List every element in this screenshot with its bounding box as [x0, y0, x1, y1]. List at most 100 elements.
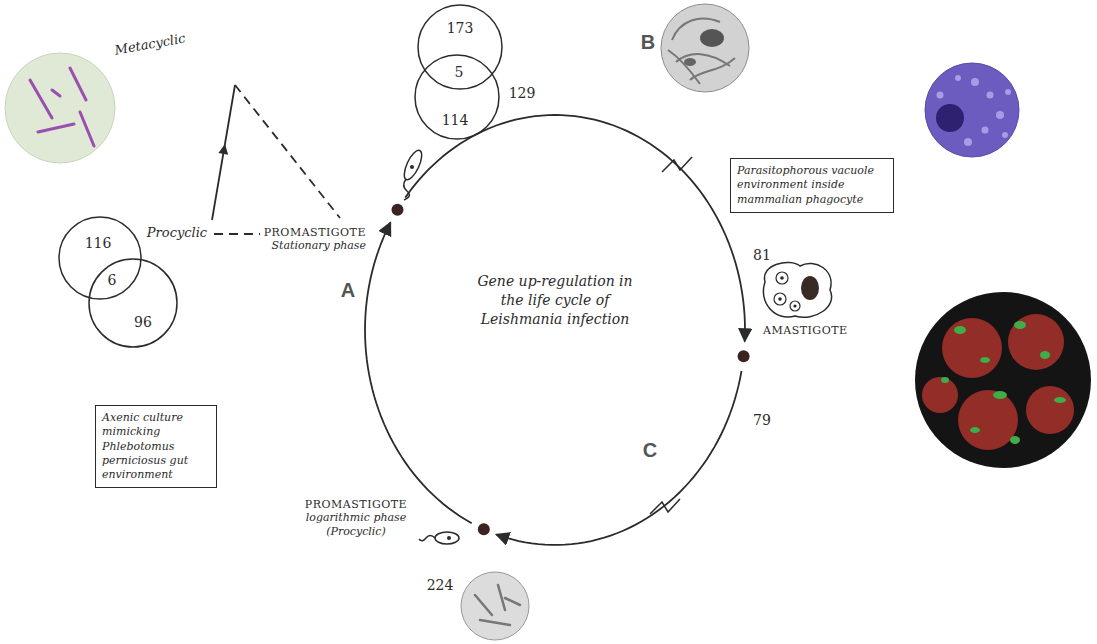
amastigote-cell [790, 301, 800, 311]
gene-count: 81 [753, 247, 771, 263]
micrograph-disc [661, 4, 749, 92]
cycle-arrow [405, 115, 745, 341]
branch-label: Procyclic [147, 225, 207, 240]
promastigote-nucleus [447, 536, 451, 540]
stage-dot [478, 523, 490, 535]
gene-count: 173 [447, 20, 474, 36]
stage-label: AMASTIGOTE [763, 324, 848, 337]
stage-dot [391, 204, 403, 216]
cell-nucleus [936, 104, 964, 132]
parasite-signal [941, 321, 1066, 444]
host-cells [922, 314, 1074, 450]
venn-outline [59, 217, 141, 299]
venn-outline [88, 258, 178, 348]
micrograph [915, 292, 1091, 468]
stage-label: PROMASTIGOTEStationary phase [264, 226, 366, 253]
parasite-signal [941, 377, 949, 383]
parasite-signal [1014, 321, 1026, 329]
parasite-drawing [763, 263, 831, 318]
note-text: Parasitophorous vacuole environment insi… [737, 164, 887, 207]
stage-label: PROMASTIGOTElogarithmic phase (Procyclic… [296, 498, 416, 540]
venn-circle: 116 [58, 216, 142, 300]
cycle-arrow [365, 223, 472, 524]
parasite-signal [980, 357, 990, 363]
branch-dashed-line [214, 233, 260, 235]
gene-count: 79 [753, 412, 771, 428]
parasite-stain [52, 90, 60, 96]
amastigote-nucleus [793, 304, 796, 307]
parasite-signal [1054, 397, 1066, 403]
parasite-signal [1010, 436, 1020, 444]
micrograph-disc [915, 292, 1091, 468]
host-cell [942, 318, 1002, 378]
stage-name: AMASTIGOTE [763, 324, 848, 337]
cycle-arrow [496, 371, 741, 545]
gene-count: 129 [509, 85, 536, 101]
promastigote-body [435, 532, 459, 544]
gene-count: 114 [442, 112, 469, 128]
amastigote-spots [937, 75, 1012, 146]
host-nucleus [801, 276, 819, 300]
parasite-stain [30, 68, 94, 146]
overlap-count: 5 [455, 64, 464, 80]
stage-name: PROMASTIGOTE [264, 226, 366, 239]
micrograph [5, 53, 115, 163]
amastigote-cell [774, 293, 786, 305]
host-cell [1026, 386, 1074, 434]
panel-letter: A [341, 279, 355, 302]
parasite-stain [70, 68, 86, 100]
micrograph [461, 572, 529, 640]
stage-phase: logarithmic phase (Procyclic) [296, 511, 416, 540]
amastigote-spot [982, 127, 989, 134]
micrograph [661, 4, 749, 92]
gene-count: 96 [134, 314, 152, 330]
parasite-signal [970, 427, 980, 433]
branch-arrowhead [218, 144, 228, 155]
amastigote-nucleus [778, 297, 782, 301]
micrograph-disc [5, 53, 115, 163]
parasite-stain [475, 585, 520, 625]
venn-outline [415, 55, 499, 139]
branch-line [212, 85, 235, 220]
parasite-signal [954, 326, 966, 334]
overlap-count: 6 [108, 272, 117, 288]
host-cell [1008, 314, 1064, 370]
parasite-stain [30, 80, 52, 118]
gene-count: 116 [85, 235, 112, 251]
venn-outline [418, 5, 502, 89]
parasite-signal [993, 391, 1007, 399]
cell-nucleus [700, 29, 724, 47]
micrograph-disc [925, 63, 1019, 157]
micrograph [925, 63, 1019, 157]
cell-outline [668, 19, 735, 84]
stage-dot [738, 350, 750, 362]
note-text: Axenic culture mimicking Phlebotomus per… [102, 411, 210, 482]
host-cell [958, 390, 1018, 450]
host-cell-outline [763, 263, 831, 318]
venn-circle: 96 [88, 258, 178, 348]
amastigote-spot [1005, 89, 1011, 95]
parasite-signal [1040, 351, 1050, 359]
note-box: Axenic culture mimicking Phlebotomus per… [95, 405, 217, 488]
promastigote-nucleus [410, 165, 414, 169]
amastigote-spot [996, 111, 1004, 119]
branch-lines [212, 85, 340, 234]
parasite-stain [80, 112, 94, 146]
amastigote-cell [776, 272, 788, 284]
branch-dashed-line [235, 85, 340, 218]
parasite-drawing [419, 532, 459, 544]
parasite-drawing [401, 148, 425, 200]
stage-phase: Stationary phase [264, 239, 366, 253]
host-cell [922, 377, 958, 413]
panel-letter: B [641, 31, 655, 54]
amastigote-spot [987, 92, 994, 99]
amastigote-spot [1002, 132, 1008, 138]
venn-outline [89, 259, 177, 347]
flagellum [419, 536, 435, 541]
note-box: Parasitophorous vacuole environment insi… [730, 158, 894, 213]
micrograph-disc [461, 572, 529, 640]
amastigote-spot [971, 78, 979, 86]
branch-label: Metacyclic [113, 30, 186, 57]
break-symbol [650, 499, 680, 514]
